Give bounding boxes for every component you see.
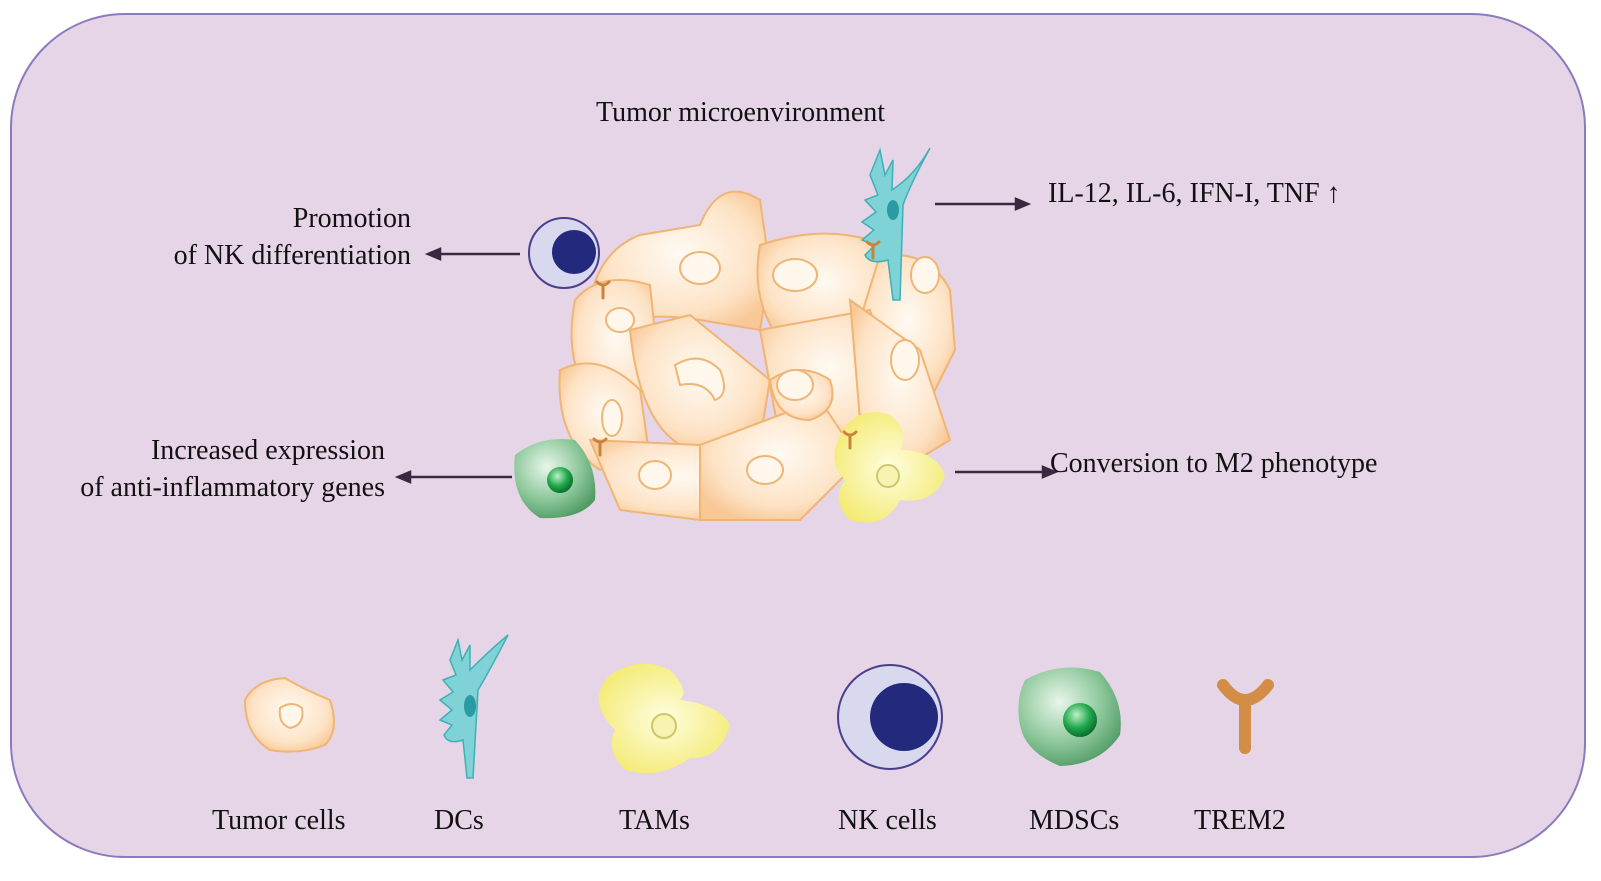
tumor-cell-cluster: [558, 190, 957, 522]
tumor-nucleus: [605, 307, 635, 333]
arrow-tam-effect: [955, 465, 1059, 479]
legend-icon-dc: [438, 634, 509, 779]
tumor-nucleus: [776, 369, 814, 401]
legend-label-nk-cells: NK cells: [838, 805, 937, 836]
legend-icon-mdsc: [1018, 667, 1121, 766]
legend-label-tumor-cells: Tumor cells: [212, 805, 346, 836]
tumor-nucleus: [890, 339, 920, 381]
mdsc-effect-line-1: Increased expression: [150, 435, 385, 466]
tumor-nucleus: [601, 399, 623, 437]
legend-icon-tumor-cell: [243, 676, 335, 753]
tumor-nucleus: [673, 357, 725, 402]
arrow-mdsc-effect: [394, 470, 512, 484]
legend-icon-trem2: [1217, 679, 1274, 754]
diagram-title: Tumor microenvironment: [596, 97, 886, 128]
tumor-nucleus: [638, 460, 672, 490]
legend-label-tams: TAMs: [619, 805, 690, 836]
nk-cell: [528, 217, 611, 300]
mdsc-effect-line-2: of anti-inflammatory genes: [80, 472, 385, 503]
tumor-nucleus: [910, 256, 940, 294]
arrow-nk-effect: [424, 247, 520, 261]
tumor-nucleus: [679, 251, 721, 285]
mdsc-cell: [514, 437, 608, 519]
tam-effect-label: Conversion to M2 phenotype: [1050, 448, 1378, 479]
dc-effect-label: IL-12, IL-6, IFN-I, TNF ↑: [1048, 178, 1341, 209]
legend-label-trem2: TREM2: [1194, 805, 1286, 836]
legend-label-dcs: DCs: [434, 805, 484, 836]
arrow-dc-effect: [935, 197, 1032, 211]
tumor-nucleus: [746, 455, 784, 485]
legend-label-mdscs: MDSCs: [1029, 805, 1120, 836]
tam-cell: [834, 412, 945, 523]
legend-icon-tam: [598, 663, 730, 774]
tumor-nucleus: [772, 258, 818, 292]
dendritic-cell: [860, 147, 931, 301]
legend-icon-nk-cell: [837, 664, 943, 770]
nk-effect-line-2: of NK differentiation: [173, 240, 411, 271]
nk-effect-line-1: Promotion: [292, 203, 411, 234]
